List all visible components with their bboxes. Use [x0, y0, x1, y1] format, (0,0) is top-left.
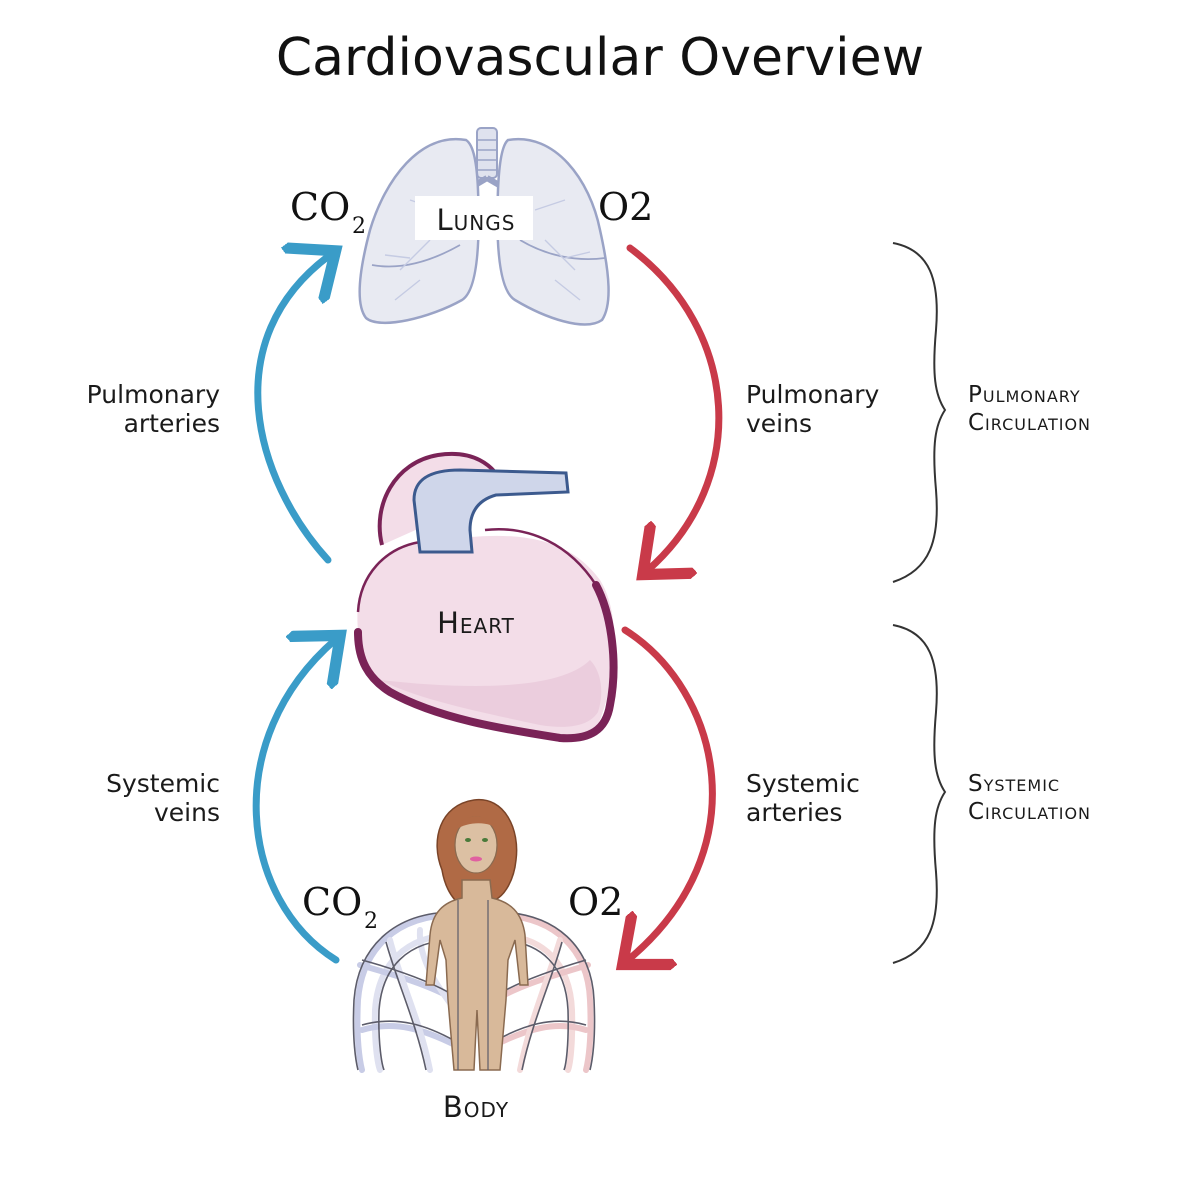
svg-text:2: 2 — [364, 909, 378, 934]
svg-text:veins: veins — [746, 409, 812, 438]
svg-text:arteries: arteries — [124, 409, 220, 438]
svg-text:CO: CO — [290, 185, 350, 229]
body-o2-label: O2 — [568, 880, 623, 924]
pulmonary-brace — [892, 242, 947, 583]
page-title: Cardiovascular Overview — [276, 28, 924, 88]
svg-text:arteries: arteries — [746, 798, 842, 827]
heart-label: Heart — [437, 606, 515, 640]
svg-text:Circulation: Circulation — [968, 410, 1091, 436]
lungs-label: Lungs — [437, 203, 516, 237]
pulmonary-veins-arrow — [626, 244, 723, 570]
pulmonary-circulation-label: Pulmonary Circulation — [968, 382, 1091, 436]
svg-text:CO: CO — [302, 880, 362, 924]
svg-text:veins: veins — [154, 798, 220, 827]
pulmonary-veins-label: Pulmonary veins — [746, 380, 880, 438]
pulmonary-arteries-arrow — [254, 255, 330, 564]
pulmonary-arteries-label: Pulmonary arteries — [87, 380, 221, 438]
lungs-label-bg — [415, 196, 533, 240]
svg-text:Pulmonary: Pulmonary — [746, 380, 880, 409]
body-label: Body — [443, 1090, 509, 1124]
svg-text:Circulation: Circulation — [968, 799, 1091, 825]
systemic-arteries-arrow — [625, 626, 716, 960]
body-illustration — [352, 799, 596, 1073]
svg-text:Systemic: Systemic — [106, 769, 220, 798]
svg-text:Pulmonary: Pulmonary — [87, 380, 221, 409]
svg-text:Systemic: Systemic — [968, 771, 1060, 797]
heart-illustration — [354, 452, 618, 743]
body-co2-label: CO 2 — [302, 880, 378, 934]
systemic-brace — [892, 624, 947, 964]
svg-text:2: 2 — [352, 214, 366, 239]
svg-text:Systemic: Systemic — [746, 769, 860, 798]
svg-text:Pulmonary: Pulmonary — [968, 382, 1081, 408]
lungs-o2-label: O2 — [598, 185, 653, 229]
lungs-co2-label: CO 2 — [290, 185, 366, 239]
systemic-veins-label: Systemic veins — [106, 769, 220, 827]
systemic-veins-arrow — [252, 640, 336, 964]
systemic-circulation-label: Systemic Circulation — [968, 771, 1091, 825]
systemic-arteries-label: Systemic arteries — [746, 769, 860, 827]
